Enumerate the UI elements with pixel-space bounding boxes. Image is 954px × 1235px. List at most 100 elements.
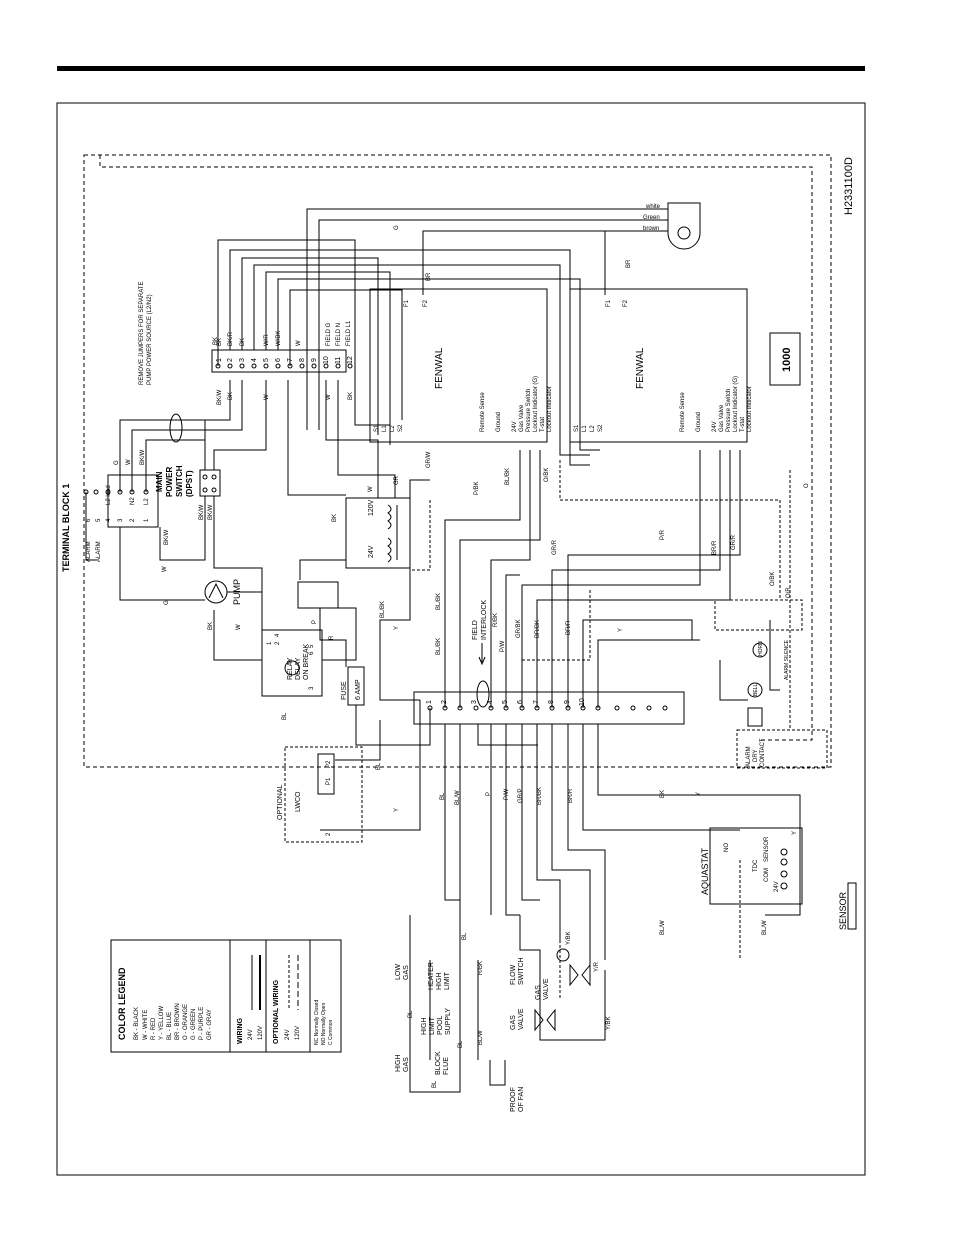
svg-text:O/BK: O/BK bbox=[770, 572, 776, 586]
svg-text:PROOF: PROOF bbox=[510, 1087, 517, 1112]
svg-text:2: 2 bbox=[326, 832, 332, 836]
svg-text:4: 4 bbox=[106, 518, 112, 522]
svg-text:MAIN: MAIN bbox=[155, 471, 164, 492]
svg-text:P1: P1 bbox=[326, 777, 332, 785]
svg-text:POOL: POOL bbox=[437, 1015, 444, 1035]
svg-text:Gas Valve: Gas Valve bbox=[519, 404, 525, 432]
svg-text:S1: S1 bbox=[374, 424, 380, 432]
svg-text:F1: F1 bbox=[404, 299, 410, 307]
safety-chain-lines bbox=[409, 915, 606, 1093]
svg-text:BK/W: BK/W bbox=[217, 389, 223, 405]
svg-text:RELAY: RELAY bbox=[287, 657, 294, 680]
jumper-marker bbox=[169, 413, 183, 443]
svg-text:GR/BK: GR/BK bbox=[516, 619, 522, 638]
svg-text:BK: BK bbox=[217, 338, 223, 346]
svg-text:4: 4 bbox=[275, 633, 281, 637]
svg-text:L2: L2 bbox=[144, 498, 150, 505]
svg-text:W: W bbox=[126, 459, 132, 465]
svg-text:BR/R: BR/R bbox=[566, 620, 572, 635]
terminal-block-1: TERMINAL BLOCK 1 ALARM ALARM L2 load N2 … bbox=[61, 474, 159, 572]
svg-text:FENWAL: FENWAL bbox=[434, 347, 445, 389]
svg-text:R - RED: R - RED bbox=[151, 1017, 157, 1040]
svg-text:BL/BK: BL/BK bbox=[380, 601, 386, 618]
wiring-24v bbox=[299, 450, 801, 965]
transformer: 120V 24V bbox=[345, 497, 411, 569]
aquastat: AQUASTAT NO SENSOR TDC COM 24V bbox=[700, 827, 803, 905]
cabinet-outline-inner bbox=[99, 155, 813, 741]
svg-text:Remote Sense: Remote Sense bbox=[680, 392, 686, 432]
svg-text:BL/W: BL/W bbox=[762, 920, 768, 935]
svg-text:R/BK: R/BK bbox=[478, 961, 484, 975]
remove-jumpers-note: REMOVE JUMPERS FOR SEPARATE PUMP POWER S… bbox=[139, 282, 153, 385]
svg-text:R/BK: R/BK bbox=[493, 613, 499, 627]
svg-text:L2: L2 bbox=[590, 425, 596, 432]
svg-text:Pressure Switch: Pressure Switch bbox=[726, 389, 732, 432]
svg-text:BK: BK bbox=[213, 337, 219, 345]
svg-text:P: P bbox=[486, 792, 492, 796]
svg-text:INTERLOCK: INTERLOCK bbox=[481, 600, 488, 640]
svg-text:G - GREEN: G - GREEN bbox=[191, 1009, 197, 1040]
svg-text:2: 2 bbox=[227, 358, 234, 362]
svg-text:Y/BK: Y/BK bbox=[606, 1016, 612, 1030]
svg-text:BK: BK bbox=[240, 338, 246, 346]
svg-text:AQUASTAT: AQUASTAT bbox=[700, 847, 710, 895]
svg-text:ALARM: ALARM bbox=[96, 541, 102, 562]
svg-text:120V: 120V bbox=[368, 499, 375, 516]
svg-text:CONTACT: CONTACT bbox=[760, 738, 766, 767]
svg-text:PUMP POWER SOURCE (L2/N2): PUMP POWER SOURCE (L2/N2) bbox=[147, 294, 153, 385]
svg-text:BL: BL bbox=[462, 932, 468, 940]
optional-lwco: OPTIONAL LWCO P1 P2 2 bbox=[277, 746, 363, 843]
svg-text:W/R: W/R bbox=[264, 334, 270, 346]
relay-delay: RELAY DELAY ON BREAK 1 2 4 5 6 3 bbox=[261, 629, 323, 697]
svg-text:P - PURPLE: P - PURPLE bbox=[199, 1007, 205, 1040]
svg-text:COLOR LEGEND: COLOR LEGEND bbox=[117, 967, 127, 1040]
svg-text:6: 6 bbox=[275, 358, 282, 362]
svg-text:6: 6 bbox=[86, 518, 92, 522]
svg-text:OPTIONAL WIRING: OPTIONAL WIRING bbox=[273, 979, 280, 1044]
svg-text:Gas Valve: Gas Valve bbox=[719, 404, 725, 432]
svg-text:P2: P2 bbox=[326, 760, 332, 768]
svg-text:P/R: P/R bbox=[660, 529, 666, 540]
svg-text:GAS: GAS bbox=[535, 985, 542, 1000]
svg-text:BK: BK bbox=[660, 790, 666, 798]
svg-text:LWCO: LWCO bbox=[295, 791, 302, 812]
svg-text:W: W bbox=[296, 340, 302, 346]
sensor: SENSOR bbox=[838, 882, 857, 930]
svg-text:Remote Sense: Remote Sense bbox=[480, 392, 486, 432]
svg-text:BL/W: BL/W bbox=[660, 920, 666, 935]
svg-text:G: G bbox=[164, 600, 170, 605]
svg-text:3: 3 bbox=[239, 358, 246, 362]
fenwal-module-2: FENWAL F1 F2 S1 L1 L2 S2 Remote Sense Gr… bbox=[569, 288, 753, 443]
svg-text:T-stat: T-stat bbox=[740, 417, 746, 432]
svg-text:white: white bbox=[645, 204, 661, 210]
svg-text:P: P bbox=[312, 620, 318, 624]
svg-text:P/BK: P/BK bbox=[474, 481, 480, 495]
svg-text:BK: BK bbox=[208, 622, 214, 630]
svg-text:BR - BROWN: BR - BROWN bbox=[175, 1003, 181, 1040]
svg-text:10: 10 bbox=[323, 356, 330, 364]
svg-text:W/BK: W/BK bbox=[276, 331, 282, 346]
svg-text:HIGH: HIGH bbox=[421, 1018, 428, 1036]
alarm-silence-panel: HORN BELL ALARM SILENCE bbox=[714, 599, 803, 698]
svg-text:4: 4 bbox=[251, 358, 258, 362]
svg-text:VALVE: VALVE bbox=[543, 978, 550, 1000]
wiring-120v bbox=[85, 208, 668, 661]
svg-text:DRY: DRY bbox=[753, 749, 759, 762]
svg-text:SWITCH: SWITCH bbox=[518, 957, 525, 985]
svg-text:BL/BK: BL/BK bbox=[505, 468, 511, 485]
svg-text:FLUE: FLUE bbox=[443, 1057, 450, 1075]
svg-text:FIELD N: FIELD N bbox=[336, 323, 342, 346]
svg-text:HORN: HORN bbox=[758, 641, 764, 656]
svg-text:BL/BK: BL/BK bbox=[436, 638, 442, 655]
svg-text:BK - BLACK: BK - BLACK bbox=[134, 1007, 140, 1040]
svg-text:Y/R: Y/R bbox=[594, 961, 600, 972]
terminal-strip-12: 1 2 3 4 5 6 7 8 9 10 11 12 BK BK/R BK W/… bbox=[211, 320, 354, 405]
svg-text:BR: BR bbox=[426, 272, 432, 281]
svg-text:F2: F2 bbox=[623, 299, 629, 307]
svg-text:W: W bbox=[368, 486, 374, 492]
svg-text:P/W: P/W bbox=[504, 788, 510, 800]
alarm-dry-contact: ALARM DRY CONTACT bbox=[736, 707, 828, 769]
svg-text:FLOW: FLOW bbox=[510, 964, 517, 985]
svg-text:24V: 24V bbox=[512, 421, 518, 432]
field-interlock: FIELD INTERLOCK bbox=[472, 600, 490, 708]
